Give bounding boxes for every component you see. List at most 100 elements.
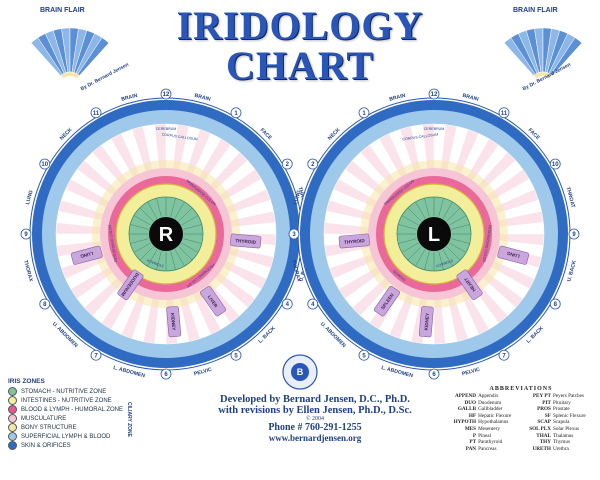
pupil — [149, 217, 183, 251]
clock-number: 9 — [24, 232, 28, 238]
stomach-rib — [170, 251, 176, 270]
zone-item: BONY STRUCTURE — [8, 423, 158, 432]
zone-label: INTESTINES - NUTRITIVE ZONE — [21, 397, 112, 404]
brain-flair-title-right: BRAIN FLAIR — [513, 7, 558, 14]
clock-marker — [20, 228, 32, 240]
stomach-rib — [401, 242, 419, 253]
brain-flair-title-left: BRAIN FLAIR — [40, 7, 85, 14]
pupil — [417, 217, 451, 251]
zone-label: BLOOD & LYMPH - HUMORAL ZONE — [21, 406, 124, 413]
stomach-rib — [407, 207, 422, 222]
organ-box — [200, 285, 227, 317]
abbreviation-meaning: Pancreas — [478, 445, 497, 452]
clock-number: 1 — [362, 111, 366, 117]
abbreviation-code: SOL PLX — [529, 425, 551, 432]
abbreviation-code: THAL — [536, 432, 551, 439]
stomach-rib — [139, 246, 154, 261]
abbreviation-meaning: Thalamus — [552, 432, 574, 439]
ring-label: DESCENDING COLON — [482, 224, 493, 262]
outer-body-label: LUNG — [25, 190, 35, 206]
outer-body-label: LUNG — [293, 190, 303, 206]
abbreviation-code: SF — [544, 412, 551, 419]
stomach-rib — [181, 215, 199, 226]
organ-box — [373, 285, 400, 317]
clock-number: 4 — [286, 302, 290, 308]
abbreviation-meaning: Duodenum — [478, 399, 502, 406]
abbreviation-code: DUO — [464, 399, 477, 406]
organ-box-label: THYROID — [235, 238, 257, 245]
clock-marker — [498, 349, 510, 361]
zone-item: SKIN & ORIFICES — [8, 441, 158, 450]
stomach-rib — [398, 238, 417, 244]
outer-body-label: PELVIC — [461, 367, 481, 378]
clock-marker — [307, 158, 319, 170]
eye-letter: R — [159, 224, 174, 246]
abbreviation-meaning: Urethra — [552, 445, 569, 452]
zone-swatch — [8, 441, 17, 450]
clock-number: 1 — [234, 111, 238, 117]
organ-box-label: KIDNEY — [170, 313, 176, 331]
outer-body-label: BRAIN — [462, 93, 480, 103]
clock-number: 5 — [234, 353, 238, 359]
clock-marker — [90, 349, 102, 361]
clock-marker — [549, 158, 561, 170]
clock-marker — [307, 298, 319, 310]
zone-swatch — [8, 423, 17, 432]
clock-marker — [428, 88, 440, 100]
stomach-rib — [407, 246, 422, 261]
ring-label: CEREBRUM — [156, 127, 177, 131]
ring-label: STOMACH — [146, 258, 165, 268]
abbreviation-code: THY — [539, 439, 551, 446]
clock-marker — [568, 228, 580, 240]
abbreviation-meaning: Splenic Flexure — [552, 412, 586, 419]
abbreviations-title: ABBREVIATIONS — [489, 386, 553, 392]
abbreviation-meaning: Gallbladder — [478, 406, 503, 413]
stomach-rib — [139, 207, 154, 222]
developer-info: Developed by Bernard Jensen, D.C., Ph.D.… — [195, 394, 435, 443]
stomach-rib — [130, 224, 149, 230]
stomach-rib — [415, 201, 426, 219]
clock-marker — [160, 368, 172, 380]
clock-marker — [39, 158, 51, 170]
abbreviation-code: PAN — [465, 445, 477, 452]
abbreviation-meaning: Pituitary — [552, 399, 571, 406]
stomach-rib — [156, 198, 162, 217]
website-link[interactable]: www.bernardjensen.org — [268, 433, 362, 443]
clock-marker — [358, 349, 370, 361]
organ-box-label: LUNG — [506, 251, 520, 259]
zone-item: SUPERFICIAL LYMPH & BLOOD — [8, 432, 158, 441]
organ-box — [418, 306, 434, 338]
stomach-rib — [170, 198, 176, 217]
title-chart: CHART — [225, 43, 375, 88]
phone: Phone # 760-291-1255 — [268, 422, 362, 433]
stomach-rib — [174, 249, 185, 267]
outer-body-label: THORAX — [290, 260, 302, 283]
stomach-rib — [438, 251, 444, 270]
organ-box — [166, 306, 182, 338]
abbreviation-code: URETH — [532, 445, 551, 452]
stomach-rib — [130, 238, 149, 244]
stomach-rib — [446, 246, 461, 261]
clock-marker — [281, 298, 293, 310]
logo-center — [291, 363, 309, 381]
outer-body-label: THORAX — [22, 260, 34, 283]
abbreviation-meaning: Hepatic Flexure — [478, 412, 512, 419]
abbreviation-meaning: Pineal — [478, 432, 492, 439]
stomach-rib — [147, 249, 158, 267]
abbreviation-code: P — [472, 432, 477, 439]
organ-box-label: LUNG — [79, 251, 93, 259]
stomach-rib — [401, 215, 419, 226]
organ-box — [497, 245, 530, 265]
ring-label: CEREBRUM — [424, 127, 445, 131]
abbreviation-meaning: Thymus — [552, 439, 570, 446]
zone-swatch — [8, 387, 17, 396]
